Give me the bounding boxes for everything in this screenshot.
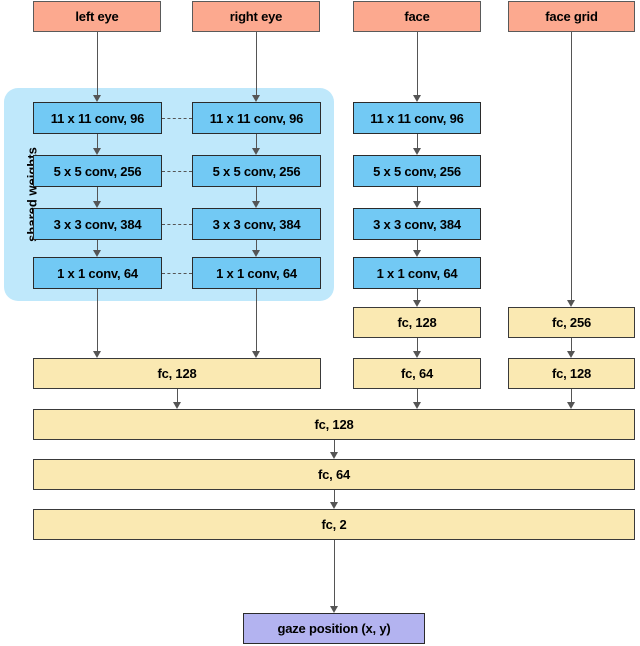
edge-right-eye-conv3-to-conv4 (256, 240, 257, 250)
conv-box-face-4[interactable]: 1 x 1 conv, 64 (353, 257, 481, 289)
edge-combined1-to-combined2 (334, 440, 335, 452)
edge-face-conv4-to-fc1 (417, 289, 418, 300)
fc-box-combined-2[interactable]: fc, 64 (33, 459, 635, 490)
edge-combined2-to-combined3 (334, 490, 335, 502)
edge-right-eye-conv4-to-fc (256, 289, 257, 351)
conv-box-right-eye-3[interactable]: 3 x 3 conv, 384 (192, 208, 321, 240)
edge-left-eye-conv1-to-conv2 (97, 134, 98, 148)
input-box-face-grid[interactable]: face grid (508, 1, 635, 32)
conv-box-left-eye-4[interactable]: 1 x 1 conv, 64 (33, 257, 162, 289)
conv-box-face-3[interactable]: 3 x 3 conv, 384 (353, 208, 481, 240)
edge-right-eye-conv2-to-conv3 (256, 187, 257, 201)
arrowhead-face-conv4 (413, 250, 421, 257)
arrowhead-eyes-merge-to-combined (173, 402, 181, 409)
shared-weight-link-2 (162, 171, 192, 172)
shared-weight-link-1 (162, 118, 192, 119)
edge-face-grid-input-to-fc1 (571, 32, 572, 300)
conv-box-face-2[interactable]: 5 x 5 conv, 256 (353, 155, 481, 187)
arrowhead-right-eye-conv2 (252, 148, 260, 155)
edge-face-conv1-to-conv2 (417, 134, 418, 148)
arrowhead-combined3 (330, 502, 338, 509)
edge-left-eye-conv4-to-fc (97, 289, 98, 351)
edge-right-eye-input-to-conv1 (256, 32, 257, 95)
arrowhead-face-grid-to-combined (567, 402, 575, 409)
fc-box-combined-3[interactable]: fc, 2 (33, 509, 635, 540)
fc-box-combined-1[interactable]: fc, 128 (33, 409, 635, 440)
arrowhead-face-to-combined (413, 402, 421, 409)
input-box-right-eye[interactable]: right eye (192, 1, 320, 32)
conv-box-left-eye-1[interactable]: 11 x 11 conv, 96 (33, 102, 162, 134)
edge-left-eye-conv3-to-conv4 (97, 240, 98, 250)
conv-box-right-eye-2[interactable]: 5 x 5 conv, 256 (192, 155, 321, 187)
edge-face-fc1-to-fc2 (417, 338, 418, 351)
edge-face-grid-fc2-to-combined (571, 389, 572, 402)
conv-box-right-eye-4[interactable]: 1 x 1 conv, 64 (192, 257, 321, 289)
edge-eyes-merge-to-combined (177, 389, 178, 402)
output-box-gaze-position[interactable]: gaze position (x, y) (243, 613, 425, 644)
fc-box-face-1[interactable]: fc, 128 (353, 307, 481, 338)
arrowhead-left-eye-conv2 (93, 148, 101, 155)
conv-box-left-eye-3[interactable]: 3 x 3 conv, 384 (33, 208, 162, 240)
input-box-face[interactable]: face (353, 1, 481, 32)
edge-face-input-to-conv1 (417, 32, 418, 95)
arrowhead-face-conv2 (413, 148, 421, 155)
edge-left-eye-conv2-to-conv3 (97, 187, 98, 201)
arrowhead-combined2 (330, 452, 338, 459)
arrowhead-left-eye-conv3 (93, 201, 101, 208)
arrowhead-left-eye-conv4 (93, 250, 101, 257)
arrowhead-left-eye-conv1 (93, 95, 101, 102)
fc-box-face-grid-2[interactable]: fc, 128 (508, 358, 635, 389)
conv-box-left-eye-2[interactable]: 5 x 5 conv, 256 (33, 155, 162, 187)
arrowhead-face-fc1 (413, 300, 421, 307)
shared-weight-link-4 (162, 273, 192, 274)
arrowhead-right-eye-conv4 (252, 250, 260, 257)
arrowhead-right-eye-conv1 (252, 95, 260, 102)
arrowhead-right-eye-conv3 (252, 201, 260, 208)
arrowhead-face-conv3 (413, 201, 421, 208)
edge-right-eye-conv1-to-conv2 (256, 134, 257, 148)
edge-face-fc2-to-combined (417, 389, 418, 402)
fc-box-face-2[interactable]: fc, 64 (353, 358, 481, 389)
conv-box-right-eye-1[interactable]: 11 x 11 conv, 96 (192, 102, 321, 134)
arrowhead-left-eye-fc (93, 351, 101, 358)
edge-left-eye-input-to-conv1 (97, 32, 98, 95)
arrowhead-face-fc2 (413, 351, 421, 358)
edge-face-conv3-to-conv4 (417, 240, 418, 250)
shared-weight-link-3 (162, 224, 192, 225)
conv-box-face-1[interactable]: 11 x 11 conv, 96 (353, 102, 481, 134)
edge-face-conv2-to-conv3 (417, 187, 418, 201)
edge-face-grid-fc1-to-fc2 (571, 338, 572, 351)
arrowhead-face-conv1 (413, 95, 421, 102)
edge-combined3-to-output (334, 540, 335, 606)
fc-box-face-grid-1[interactable]: fc, 256 (508, 307, 635, 338)
fc-box-eyes-merge[interactable]: fc, 128 (33, 358, 321, 389)
arrowhead-face-grid-fc2 (567, 351, 575, 358)
arrowhead-output (330, 606, 338, 613)
arrowhead-face-grid-fc1 (567, 300, 575, 307)
input-box-left-eye[interactable]: left eye (33, 1, 161, 32)
arrowhead-right-eye-fc (252, 351, 260, 358)
